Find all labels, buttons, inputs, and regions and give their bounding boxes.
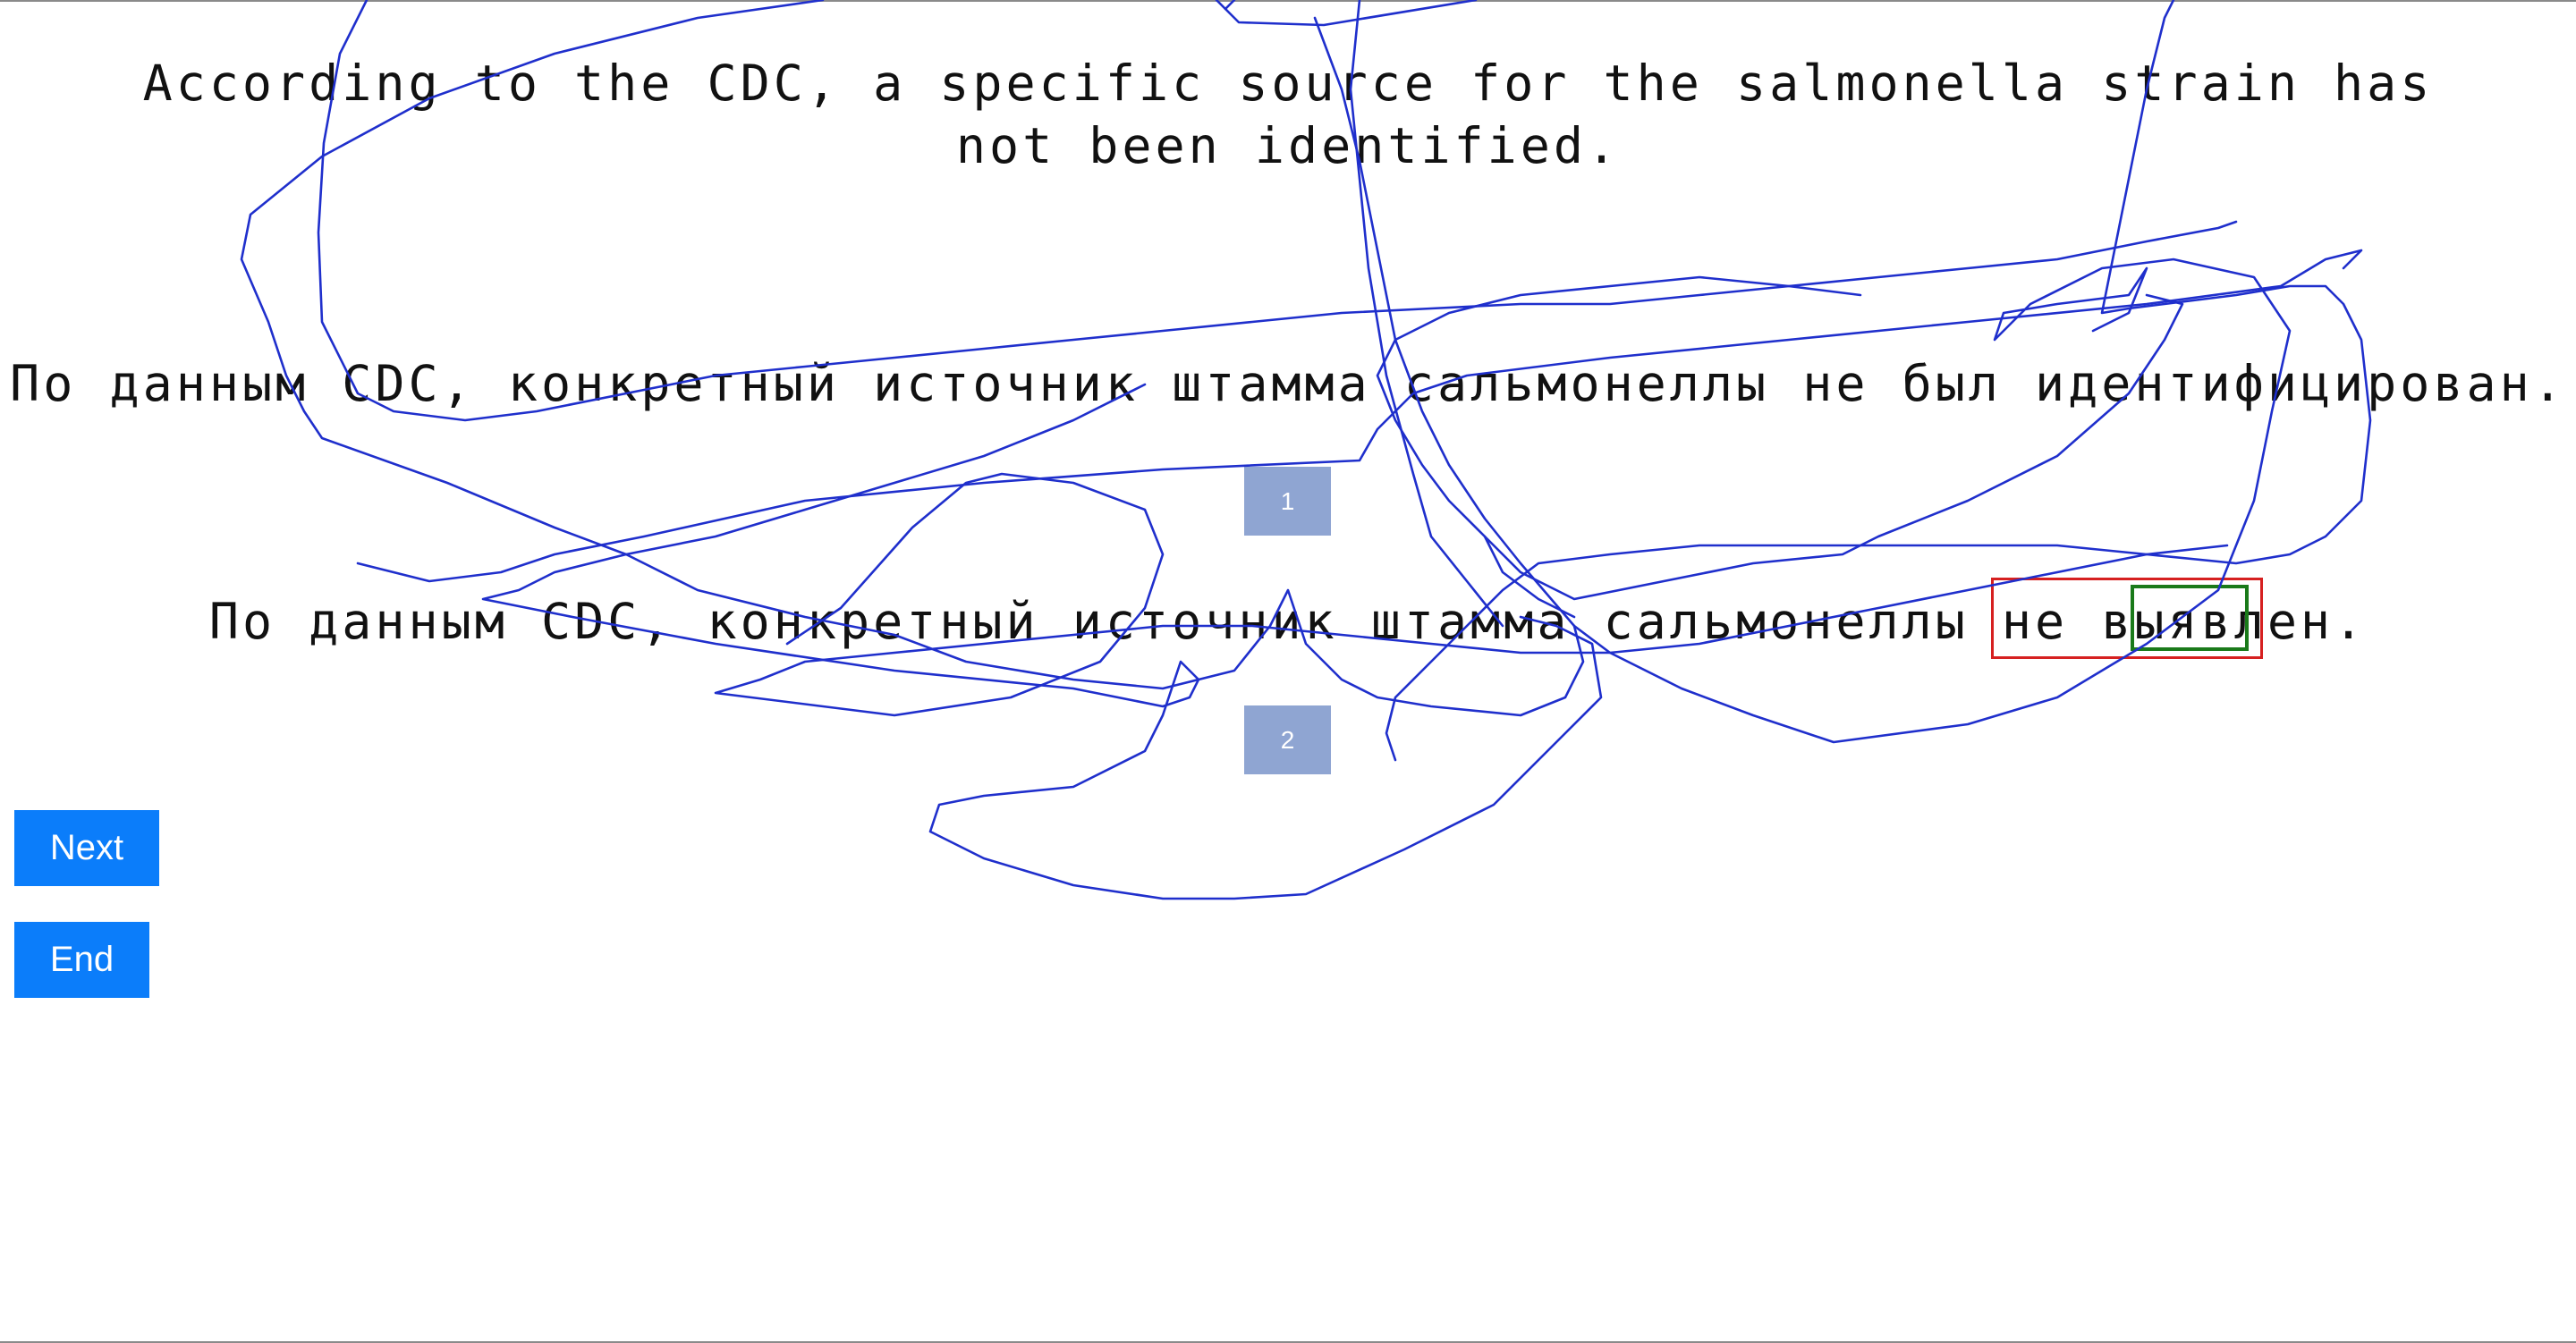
translation-1-text: По данным CDC, конкретный источник штамм… bbox=[10, 355, 2566, 412]
top-border bbox=[0, 0, 2576, 2]
end-button[interactable]: End bbox=[14, 922, 149, 998]
selected-span-highlight[interactable] bbox=[2131, 585, 2249, 651]
translation-1-number-badge[interactable]: 1 bbox=[1244, 467, 1331, 536]
next-button[interactable]: Next bbox=[14, 810, 159, 886]
scribble-stroke-7 bbox=[356, 249, 2363, 583]
bottom-border bbox=[0, 1341, 2576, 1343]
source-sentence: According to the CDC, a specific source … bbox=[142, 55, 2434, 174]
scribble-stroke-9 bbox=[1376, 275, 2184, 601]
translation-2-number-badge[interactable]: 2 bbox=[1244, 705, 1331, 774]
